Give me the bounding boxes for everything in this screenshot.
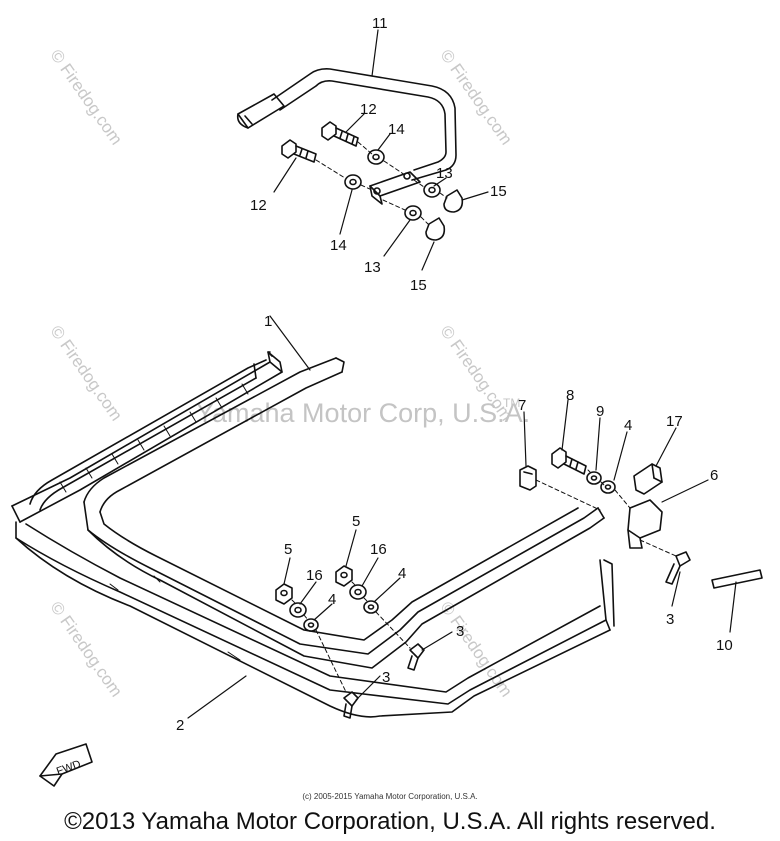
callout-11: 11 (372, 15, 388, 32)
washer-part-4 (600, 480, 616, 494)
bolt-part-8 (551, 447, 587, 475)
bolt-part-12 (321, 121, 359, 147)
callout-17: 17 (666, 413, 683, 430)
rail-hatching (59, 383, 249, 661)
callout-5: 5 (352, 513, 360, 530)
leader-lines-top (273, 29, 489, 271)
copyright-small: (c) 2005-2015 Yamaha Motor Corporation, … (302, 792, 478, 801)
nut-part-5 (275, 583, 293, 605)
callout-1: 1 (264, 313, 272, 330)
callout-13: 13 (364, 259, 381, 276)
callout-8: 8 (566, 387, 574, 404)
watermark-trademark: TM (503, 396, 521, 410)
bolt-part-12 (281, 139, 317, 163)
callout-10: 10 (716, 637, 733, 654)
acorn-nut-part-15 (443, 189, 464, 213)
copyright-footer: ©2013 Yamaha Motor Corporation, U.S.A. A… (64, 808, 716, 835)
callout-2: 2 (176, 717, 184, 734)
forward-arrow-icon (39, 743, 93, 787)
washer-part-16 (349, 584, 367, 600)
callout-14: 14 (330, 237, 347, 254)
callout-7: 7 (518, 397, 526, 414)
acorn-nut-part-15 (425, 217, 446, 241)
washer-part-16 (289, 602, 307, 618)
cap-part-17 (633, 463, 663, 495)
callout-16: 16 (370, 541, 387, 558)
washer-part-13 (404, 205, 422, 221)
assembly-lines-top (315, 141, 448, 225)
watermark-yamaha: Yamaha Motor Corp, U.S.A. (196, 398, 531, 428)
strip-part-10 (711, 569, 763, 589)
bolt-part-3 (343, 691, 359, 719)
callout-13: 13 (436, 165, 453, 182)
callout-9: 9 (596, 403, 604, 420)
assembly-lines-bottom (291, 469, 677, 693)
washer-part-13 (423, 182, 441, 198)
callout-16: 16 (306, 567, 323, 584)
callout-3: 3 (456, 623, 464, 640)
callout-4: 4 (624, 417, 632, 434)
callout-3: 3 (666, 611, 674, 628)
callout-4: 4 (398, 565, 406, 582)
callout-14: 14 (388, 121, 405, 138)
upper-rail-part-1 (83, 357, 663, 669)
callout-15: 15 (410, 277, 427, 294)
callout-6: 6 (710, 467, 718, 484)
callout-3: 3 (382, 669, 390, 686)
bolt-part-3 (665, 551, 691, 585)
callout-12: 12 (250, 197, 267, 214)
washer-part-14 (367, 149, 385, 165)
washer-part-4 (363, 600, 379, 614)
callout-4: 4 (328, 591, 336, 608)
washer-part-4 (303, 618, 319, 632)
grab-handle-part-11 (236, 68, 457, 205)
track-rail (29, 359, 267, 511)
clip-part-7 (519, 465, 537, 491)
nut-part-5 (335, 565, 353, 587)
leader-lines-bottom (187, 315, 737, 719)
lower-rail-part-2 (11, 351, 615, 718)
fwd-label: FWD (55, 758, 83, 778)
washer-part-9 (586, 471, 602, 485)
bolt-part-3 (407, 643, 425, 671)
callout-5: 5 (284, 541, 292, 558)
washer-part-14 (344, 174, 362, 190)
callout-15: 15 (490, 183, 507, 200)
callout-12: 12 (360, 101, 377, 118)
